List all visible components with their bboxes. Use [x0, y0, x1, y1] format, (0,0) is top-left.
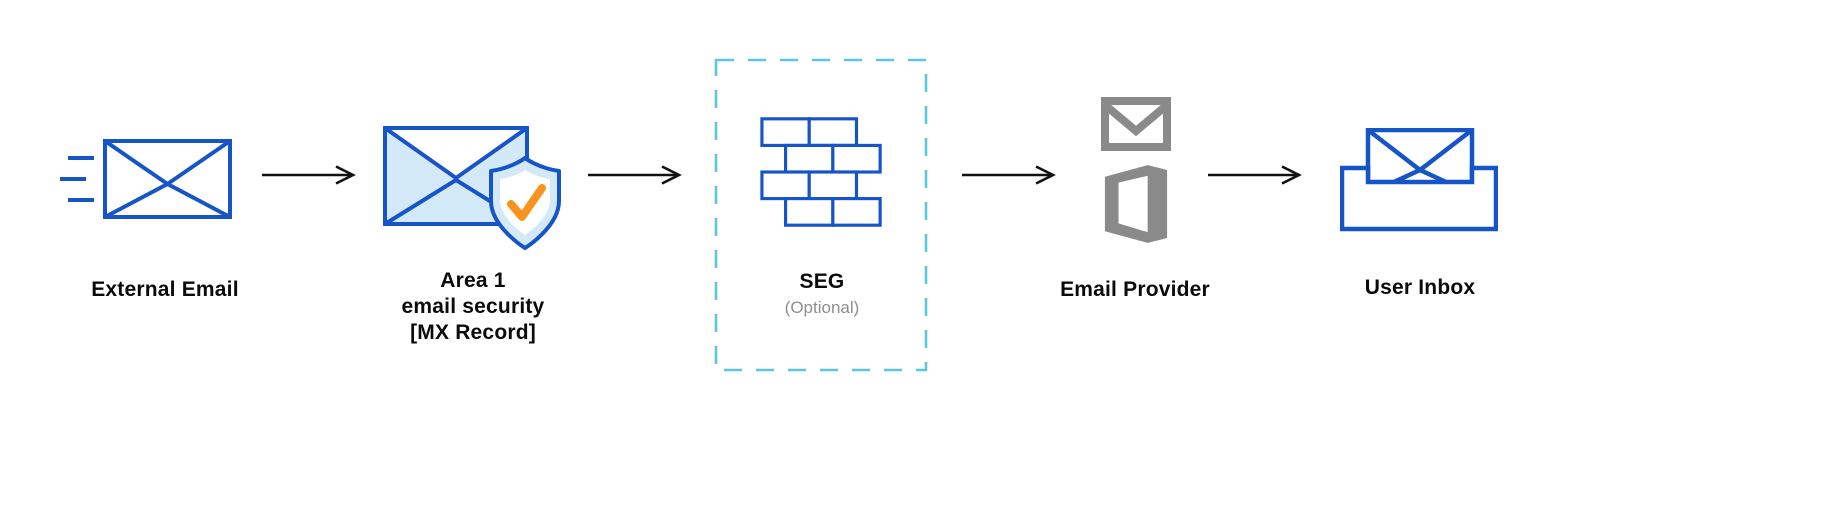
user-inbox-label: User Inbox	[1364, 276, 1476, 299]
gmail-icon	[1101, 97, 1171, 151]
motion-lines	[60, 156, 94, 202]
office-icon	[1104, 165, 1168, 243]
flow-arrow	[962, 165, 1056, 185]
seg-label: SEG	[799, 270, 845, 293]
envelope-shield-check-icon	[383, 126, 561, 250]
gmail-m-shape	[1102, 101, 1170, 137]
check-mark-icon	[507, 184, 546, 221]
shield-inner	[500, 170, 550, 235]
area1-label-line1: Area 1	[440, 269, 506, 292]
envelope-flap	[383, 126, 529, 180]
external-email-label: External Email	[91, 278, 239, 301]
flow-arrow	[1208, 165, 1302, 185]
area1-label-line3: [MX Record]	[410, 321, 536, 344]
inbox-tray	[1340, 165, 1498, 232]
area1-label: Area 1 email security [MX Record]	[362, 268, 584, 346]
envelope-back-folds	[104, 181, 231, 219]
firewall-brick-icon	[760, 117, 882, 227]
flow-arrow	[262, 165, 356, 185]
flow-arrow	[588, 165, 682, 185]
envelope-motion-icon	[60, 139, 232, 219]
inbox-tray-envelope-icon	[1340, 128, 1498, 232]
area1-label-line2: email security	[401, 295, 545, 318]
seg-optional-sublabel: (Optional)	[784, 298, 860, 317]
brick-wall	[760, 117, 882, 227]
office-logo-shape	[1104, 165, 1168, 243]
email-provider-label: Email Provider	[1060, 278, 1210, 301]
optional-dashed-boundary	[714, 58, 928, 372]
dashed-rectangle	[714, 58, 928, 372]
